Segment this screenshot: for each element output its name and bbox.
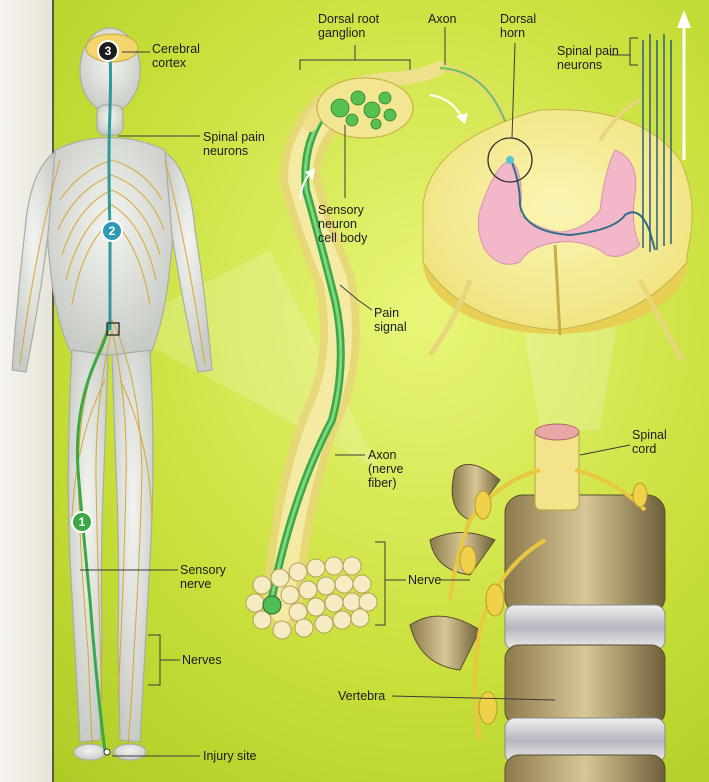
label-nerves: Nerves [182, 653, 222, 667]
step-1-marker: 1 [71, 511, 93, 533]
label-dorsal-root-ganglion: Dorsal root ganglion [318, 12, 379, 40]
label-spinal-cord-line2: cord [632, 442, 667, 456]
spinal-pathway-body [109, 52, 111, 330]
label-cerebral-cortex-line1: Cerebral [152, 42, 200, 56]
step-2-marker: 2 [101, 220, 123, 242]
label-drg-line1: Dorsal root [318, 12, 379, 26]
label-sensory-nerve: Sensory nerve [180, 563, 226, 591]
label-nerve: Nerve [408, 573, 441, 587]
label-spn-right-line1: Spinal pain [557, 44, 619, 58]
label-snc-line1: Sensory [318, 203, 367, 217]
label-spinal-cord-line1: Spinal [632, 428, 667, 442]
label-anf-line2: (nerve [368, 462, 403, 476]
label-sensory-nerve-line1: Sensory [180, 563, 226, 577]
label-cerebral-cortex: Cerebral cortex [152, 42, 200, 70]
label-cerebral-cortex-line2: cortex [152, 56, 200, 70]
step-3-marker: 3 [97, 40, 119, 62]
label-vertebra: Vertebra [338, 689, 385, 703]
label-dorsal-horn-line2: horn [500, 26, 536, 40]
dorsal-root-ganglion [310, 68, 440, 138]
label-dorsal-horn-line1: Dorsal [500, 12, 536, 26]
label-spinal-cord: Spinal cord [632, 428, 667, 456]
label-pain-signal-line2: signal [374, 320, 407, 334]
label-spn-left-line2: neurons [203, 144, 265, 158]
label-snc-line3: cell body [318, 231, 367, 245]
label-spn-right-line2: neurons [557, 58, 619, 72]
label-spinal-pain-neurons-right: Spinal pain neurons [557, 44, 619, 72]
label-anf-line3: fiber) [368, 476, 403, 490]
label-sensory-nerve-line2: nerve [180, 577, 226, 591]
label-drg-line2: ganglion [318, 26, 379, 40]
label-dorsal-horn: Dorsal horn [500, 12, 536, 40]
label-snc-line2: neuron [318, 217, 367, 231]
injury-site-dot [104, 749, 110, 755]
label-spn-left-line1: Spinal pain [203, 130, 265, 144]
label-axon-nerve-fiber: Axon (nerve fiber) [368, 448, 403, 490]
human-body [12, 28, 212, 760]
label-spinal-pain-neurons-left: Spinal pain neurons [203, 130, 265, 158]
label-sensory-neuron-cell-body: Sensory neuron cell body [318, 203, 367, 245]
label-injury-site: Injury site [203, 749, 257, 763]
label-pain-signal: Pain signal [374, 306, 407, 334]
label-anf-line1: Axon [368, 448, 403, 462]
label-pain-signal-line1: Pain [374, 306, 407, 320]
vertebra-column [410, 424, 665, 782]
label-axon-top: Axon [428, 12, 457, 26]
